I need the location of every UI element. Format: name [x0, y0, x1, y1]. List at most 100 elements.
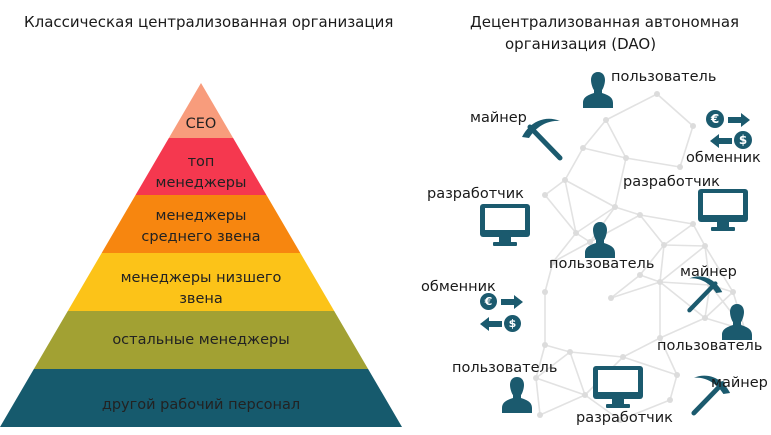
network-node: [677, 164, 683, 170]
network-node: [603, 117, 609, 123]
network-edge: [659, 281, 706, 319]
exchange-icon: € $: [480, 293, 530, 333]
network-edge: [639, 214, 665, 246]
network-edge: [669, 374, 678, 401]
network-edge: [582, 147, 627, 159]
network-edge: [659, 337, 678, 376]
network-edge: [535, 377, 586, 396]
user-icon: [722, 302, 752, 340]
network-edge: [656, 93, 694, 127]
network-node: [542, 289, 548, 295]
exchanger-label: обменник: [421, 279, 496, 295]
network-edge: [564, 179, 577, 234]
network-edge: [569, 351, 624, 358]
network-node: [537, 412, 543, 418]
euro-icon: €: [480, 293, 497, 310]
arrow-right-icon: [728, 113, 750, 127]
network-edge: [639, 244, 665, 276]
user-label: пользователь: [549, 256, 655, 272]
pyramid-band: [135, 138, 267, 195]
network-node: [542, 342, 548, 348]
user-label: пользователь: [452, 360, 558, 376]
exchange-icon: € $: [706, 110, 766, 150]
network-node: [702, 243, 708, 249]
network-edge: [564, 179, 616, 208]
network-node: [542, 192, 548, 198]
network-node: [617, 417, 623, 423]
dao-title-line2: организация (DAO): [505, 35, 657, 53]
network-node: [637, 272, 643, 278]
network-edge: [544, 179, 566, 196]
user-label: пользователь: [657, 338, 763, 354]
network-edge: [679, 125, 694, 168]
user-icon: [583, 70, 613, 108]
miner-label: майнер: [470, 110, 527, 126]
network-node: [674, 372, 680, 378]
euro-icon: €: [706, 110, 724, 128]
network-edge: [535, 344, 546, 379]
network-edge: [663, 223, 694, 246]
monitor-icon: [697, 188, 749, 232]
network-edge: [614, 206, 641, 216]
network-edge: [605, 93, 658, 121]
pyramid-band: [168, 83, 234, 138]
arrow-left-icon: [480, 317, 502, 331]
pyramid-band: [0, 369, 402, 427]
network-node: [608, 295, 614, 301]
network-edge: [564, 147, 584, 181]
network-edge: [622, 337, 661, 358]
network-node: [657, 335, 663, 341]
network-edge: [552, 232, 577, 263]
network-node: [562, 177, 568, 183]
exchanger-label: обменник: [686, 150, 761, 166]
network-edge: [639, 214, 694, 225]
centralized-title: Классическая централизованная организаци…: [24, 13, 394, 31]
network-edge: [659, 244, 665, 283]
developer-label: разработчик: [427, 186, 524, 202]
network-edge: [610, 274, 641, 299]
network-edge: [535, 351, 571, 379]
pyramid-label-staff: другой рабочий персонал: [101, 397, 301, 413]
network-edge: [659, 281, 711, 286]
network-edge: [622, 356, 678, 376]
network-node: [582, 392, 588, 398]
network-edge: [639, 274, 661, 283]
developer-label: разработчик: [576, 410, 673, 426]
network-edge: [704, 245, 734, 293]
pyramid-band: [67, 253, 335, 311]
pyramid-band: [33, 311, 369, 369]
miner-label: майнер: [680, 264, 737, 280]
network-edge: [544, 194, 577, 234]
network-edge: [625, 157, 681, 168]
network-node: [573, 230, 579, 236]
pickaxe-icon: [686, 273, 724, 313]
network-node: [667, 397, 673, 403]
network-node: [623, 155, 629, 161]
network-node: [612, 204, 618, 210]
monitor-icon: [479, 203, 531, 247]
network-edge: [605, 119, 627, 159]
network-edge: [569, 351, 586, 396]
network-edge: [544, 261, 554, 293]
network-edge: [614, 157, 627, 208]
network-edge: [619, 399, 671, 421]
network-node: [661, 242, 667, 248]
network-node: [620, 354, 626, 360]
network-node: [702, 315, 708, 321]
dao-title-line1: Децентрализованная автономная: [470, 13, 740, 31]
network-edge: [659, 245, 706, 283]
dollar-icon: $: [504, 315, 521, 332]
network-node: [654, 91, 660, 97]
pyramid-label-other-managers: остальные менеджеры: [112, 332, 290, 348]
network-node: [533, 375, 539, 381]
network-edge: [584, 394, 621, 421]
network-edge: [582, 119, 607, 149]
developer-label: разработчик: [623, 174, 720, 190]
pyramid-label-ceo: CEO: [185, 116, 217, 132]
miner-label: майнер: [711, 375, 768, 391]
arrow-right-icon: [501, 295, 523, 309]
monitor-icon: [592, 365, 644, 409]
